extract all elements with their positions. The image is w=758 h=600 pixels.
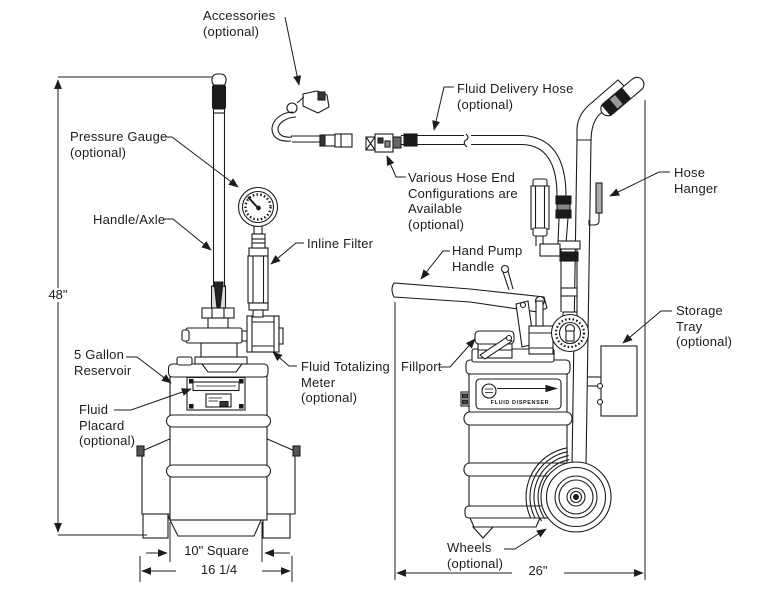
pressure-gauge-art <box>237 186 279 249</box>
label-hose-hanger: Hose Hanger <box>674 165 718 196</box>
handle-axle-art <box>211 73 227 287</box>
base-clip-left <box>136 445 145 457</box>
totalizing-meter-front-art <box>246 315 284 353</box>
dimension-width-16: 16 1/4 <box>176 563 262 577</box>
wheel-art <box>540 461 612 533</box>
storage-tray-art <box>588 345 638 417</box>
tank-decal <box>475 378 562 410</box>
label-fluid-totalizing-meter: Fluid Totalizing Meter (optional) <box>301 359 390 405</box>
label-accessories: Accessories (optional) <box>203 8 276 39</box>
leader-lines <box>114 16 672 550</box>
label-inline-filter: Inline Filter <box>307 236 374 251</box>
hand-pump-side-art <box>391 264 554 355</box>
wheel-arcs <box>525 447 570 527</box>
hose-hanger-art <box>588 182 603 226</box>
side-view-unit <box>391 76 645 539</box>
inline-filter-side-art <box>530 178 561 257</box>
label-various-hose-end: Various Hose End Configurations are Avai… <box>408 170 518 232</box>
tank-decal-text: FLUID DISPENSER <box>491 400 550 406</box>
label-fillport: Fillport <box>401 359 442 374</box>
label-handle-axle: Handle/Axle <box>93 212 166 227</box>
inline-filter-art <box>247 247 269 318</box>
accessories-art <box>271 90 353 148</box>
fillport-art <box>474 330 515 360</box>
label-fluid-delivery-hose: Fluid Delivery Hose (optional) <box>457 81 574 112</box>
leg-right <box>262 513 291 539</box>
label-wheels: Wheels (optional) <box>447 540 504 571</box>
fluid-placard-art <box>186 376 246 411</box>
handle-grip-art <box>600 76 645 117</box>
label-fluid-placard: Fluid Placard (optional) <box>79 402 136 448</box>
front-view-unit <box>136 73 301 539</box>
delivery-hose-art <box>365 133 572 244</box>
base-clip-right <box>292 445 301 457</box>
dimension-lines <box>54 76 646 582</box>
leg-left <box>142 513 169 539</box>
label-5-gallon-reservoir: 5 Gallon Reservoir <box>74 347 132 378</box>
label-pressure-gauge: Pressure Gauge (optional) <box>70 129 168 160</box>
dimension-base-10: 10" Square <box>184 543 249 558</box>
hand-pump-front-art <box>181 281 249 373</box>
label-hand-pump-handle: Hand Pump Handle <box>452 243 523 274</box>
dimension-depth-26: 26" <box>512 564 564 578</box>
dimension-height-48: 48" <box>40 288 76 302</box>
label-storage-tray: Storage Tray (optional) <box>676 303 733 349</box>
